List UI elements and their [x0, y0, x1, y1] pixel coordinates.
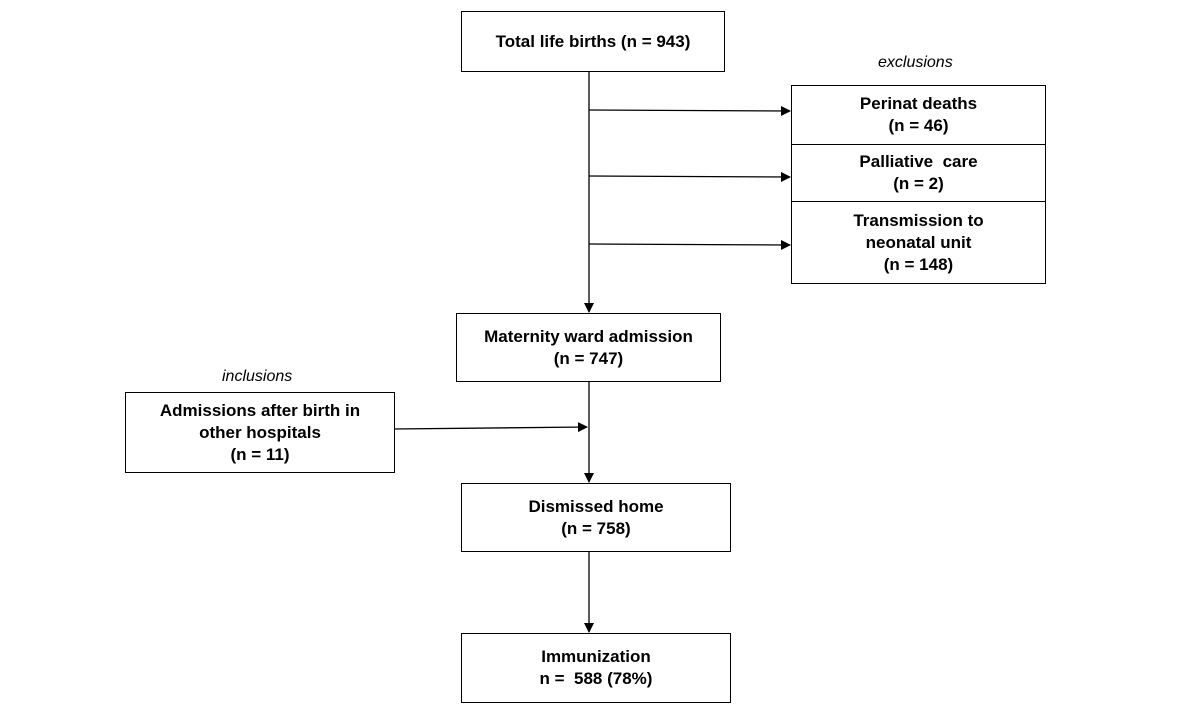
maternity-ward-label: Maternity ward admission [484, 326, 693, 346]
transmission-label-2: neonatal unit [865, 232, 972, 252]
exclusions-note: exclusions [878, 54, 953, 71]
maternity-ward-box: Maternity ward admission (n = 747) [456, 313, 721, 382]
arrow-to-transmission [588, 239, 791, 250]
arrow-to-perinat-deaths [588, 105, 791, 116]
arrow-to-palliative [588, 171, 791, 182]
arrow-admissions-to-trunk [393, 422, 588, 433]
admissions-other-label-2: other hospitals [199, 422, 321, 442]
transmission-label-1: Transmission to [853, 210, 984, 230]
dismissed-home-count: (n = 758) [561, 518, 631, 538]
transmission-count: (n = 148) [883, 254, 954, 274]
admissions-other-box: Admissions after birth in other hospital… [125, 392, 395, 473]
transmission-box: Transmission to neonatal unit (n = 148) [791, 201, 1046, 284]
immunization-label: Immunization [541, 647, 651, 666]
perinat-deaths-box: Perinat deaths (n = 46) [791, 85, 1046, 145]
maternity-ward-count: (n = 747) [553, 348, 624, 368]
admissions-other-label-1: Admissions after birth in [159, 400, 361, 420]
immunization-box: Immunization n = 588 (78%) [461, 633, 731, 703]
dismissed-home-label: Dismissed home [528, 496, 664, 516]
palliative-care-label: Palliative care [859, 152, 978, 171]
total-births-label: Total life births (n = 943) [495, 31, 691, 51]
total-births-box: Total life births (n = 943) [461, 11, 725, 72]
inclusions-note: inclusions [222, 368, 293, 385]
dismissed-home-box: Dismissed home (n = 758) [461, 483, 731, 552]
admissions-other-count: (n = 11) [230, 444, 290, 464]
palliative-care-count: (n = 2) [893, 174, 944, 193]
palliative-care-box: Palliative care (n = 2) [791, 144, 1046, 202]
immunization-count: n = 588 (78%) [539, 669, 653, 688]
perinat-deaths-count: (n = 46) [888, 116, 949, 135]
perinat-deaths-label: Perinat deaths [859, 94, 978, 113]
